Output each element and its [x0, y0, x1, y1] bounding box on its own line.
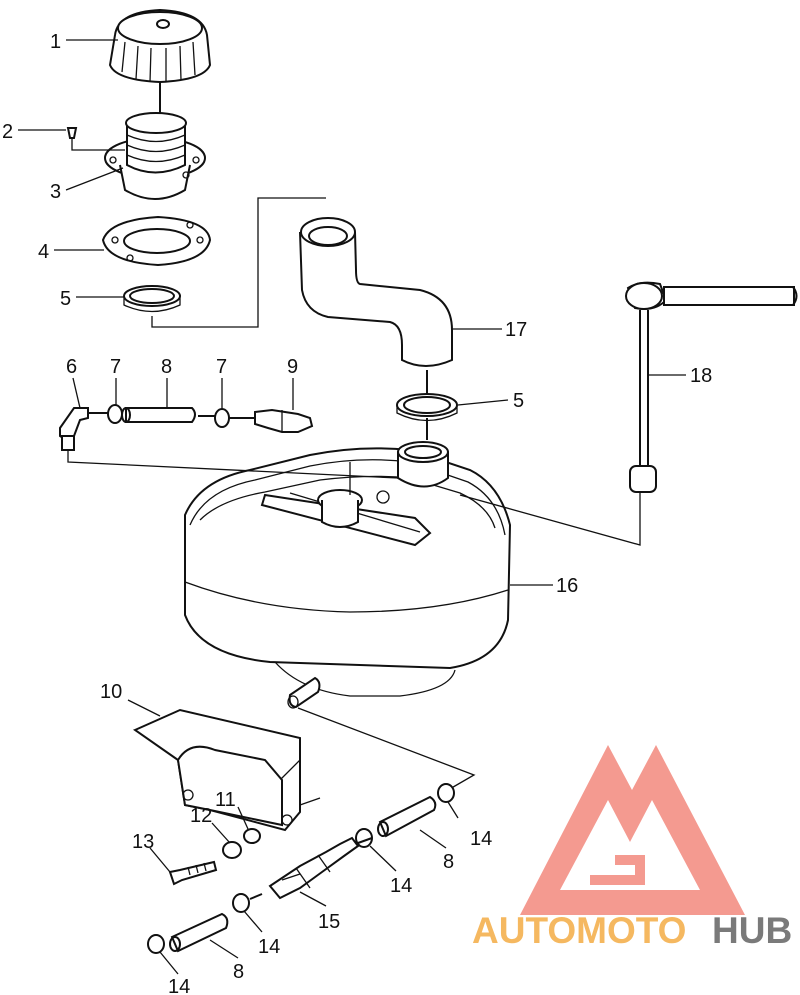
part-clamp-7b[interactable] [214, 408, 230, 428]
leader-lines [18, 39, 686, 975]
callout-15: 15 [318, 911, 340, 933]
part-clamp-14a[interactable] [437, 783, 455, 803]
callout-18: 18 [690, 365, 712, 387]
callout-14-middle: 14 [390, 875, 412, 897]
part-elbow-fitting[interactable] [59, 407, 89, 451]
part-fuel-gauge[interactable] [625, 281, 798, 493]
callout-13: 13 [132, 831, 154, 853]
part-washer-12[interactable] [222, 841, 242, 859]
callout-11: 11 [215, 789, 236, 811]
part-clamp-7a[interactable] [107, 404, 123, 424]
callout-17: 17 [505, 319, 527, 341]
part-clamp-lower[interactable] [396, 393, 458, 422]
part-fuel-tank[interactable] [184, 441, 512, 709]
callout-3: 3 [50, 181, 61, 203]
callout-7-right: 7 [216, 356, 227, 378]
callout-4: 4 [38, 241, 49, 263]
callout-12: 12 [190, 805, 212, 827]
part-clamp-14d[interactable] [147, 934, 165, 954]
part-filler-cap[interactable] [108, 8, 212, 84]
callout-14-bottom: 14 [168, 976, 190, 995]
callout-6: 6 [66, 356, 77, 378]
callout-8-bottom: 8 [233, 961, 244, 983]
part-hose-8a[interactable] [121, 407, 196, 423]
callout-10: 10 [100, 681, 122, 703]
callout-5-lower: 5 [513, 390, 524, 412]
watermark-text-automoto: AUTOMOTO [472, 910, 686, 951]
callout-14-right: 14 [470, 828, 492, 850]
part-bolt-13[interactable] [168, 860, 218, 886]
part-washer-11[interactable] [243, 828, 261, 844]
callout-8-top: 8 [161, 356, 172, 378]
callout-7-left: 7 [110, 356, 121, 378]
part-screw-2[interactable] [66, 127, 78, 139]
part-hose-8c[interactable] [169, 912, 229, 953]
callout-16: 16 [556, 575, 578, 597]
part-filler-hose[interactable] [299, 217, 453, 367]
callout-8-right: 8 [443, 851, 454, 873]
callout-9: 9 [287, 356, 298, 378]
part-filler-neck[interactable] [104, 112, 206, 200]
part-hose-8b[interactable] [377, 795, 437, 838]
part-mounting-bracket[interactable] [132, 708, 321, 832]
callout-5-upper: 5 [60, 288, 71, 310]
part-clamp-upper[interactable] [123, 285, 181, 313]
callout-1: 1 [50, 31, 61, 53]
part-fuel-filter-15[interactable] [268, 836, 360, 900]
watermark-text-hub: HUB [712, 910, 792, 951]
callout-14-lower: 14 [258, 936, 280, 958]
watermark-logo: AUTOMOTO HUB [472, 745, 792, 951]
part-gasket[interactable] [101, 215, 212, 267]
part-valve-9[interactable] [254, 408, 314, 433]
part-clamp-14c[interactable] [232, 893, 250, 913]
callout-2: 2 [2, 121, 13, 143]
callout-numbers: 1 2 3 4 5 6 7 8 7 9 17 5 18 16 10 11 12 … [2, 31, 712, 995]
